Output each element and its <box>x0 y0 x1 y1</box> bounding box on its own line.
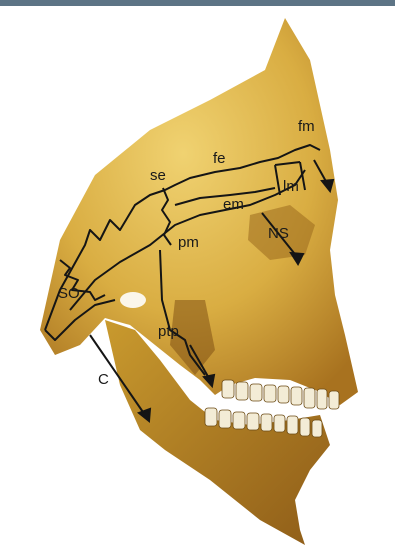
label-c: C <box>98 371 109 388</box>
label-so: SO <box>58 285 80 302</box>
label-lm: lm <box>283 178 299 195</box>
label-ptp: ptp <box>158 323 179 340</box>
label-ns: NS <box>268 225 289 242</box>
label-fm: fm <box>298 118 315 135</box>
label-fe: fe <box>213 150 226 167</box>
label-em: em <box>223 196 244 213</box>
label-pm: pm <box>178 234 199 251</box>
foramen-opening <box>120 292 146 308</box>
label-se: se <box>150 167 166 184</box>
